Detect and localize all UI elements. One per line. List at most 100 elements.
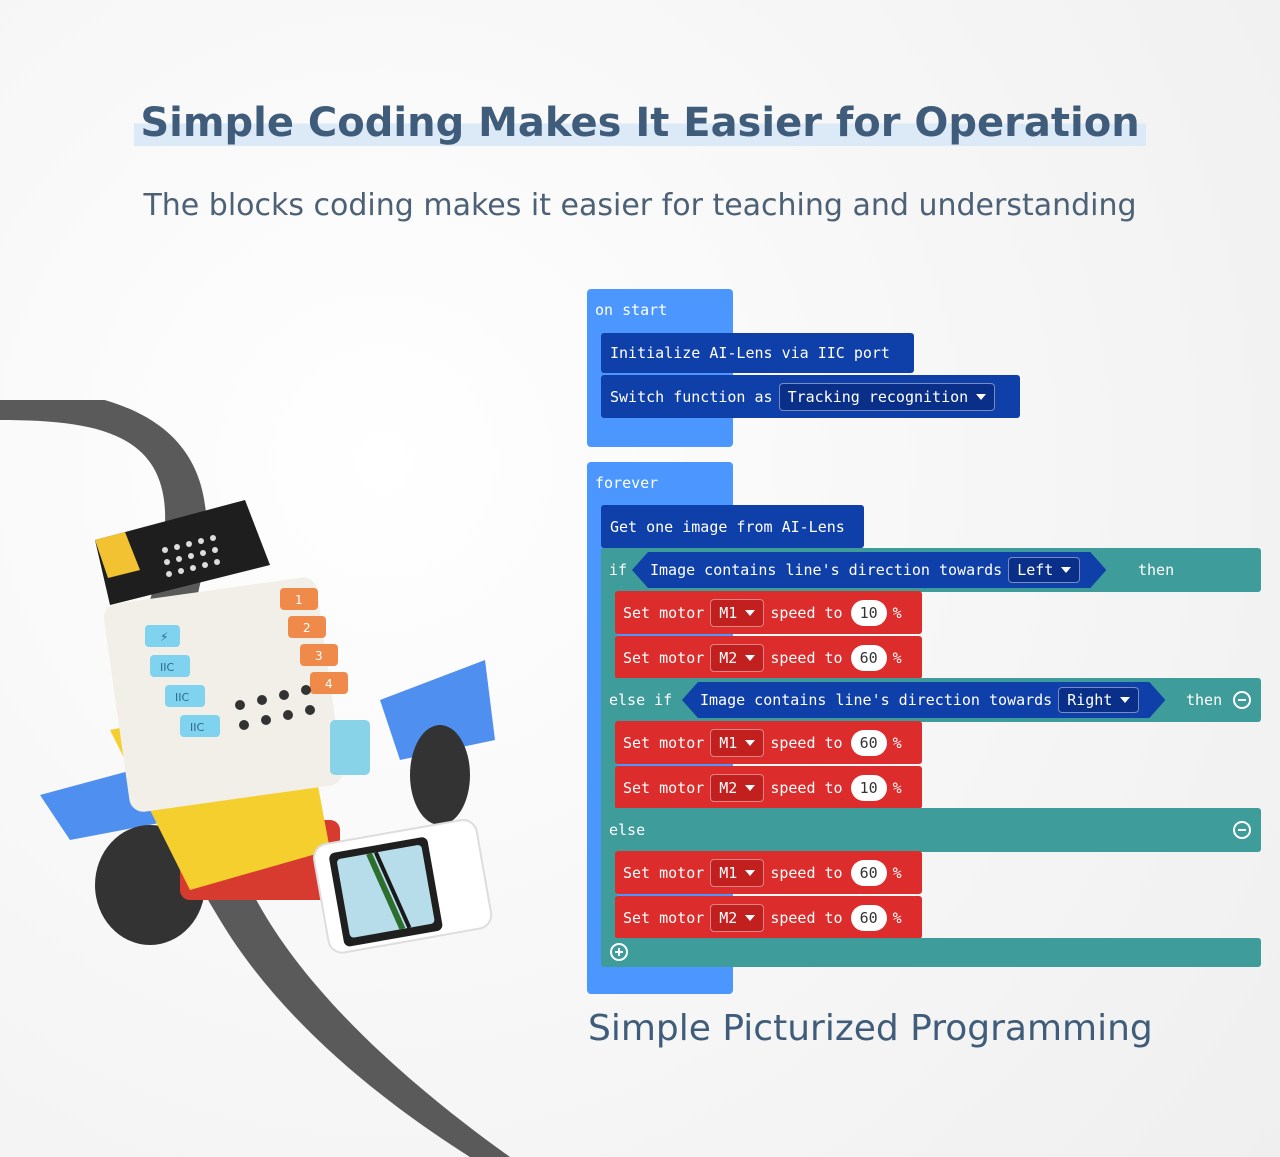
motor-block[interactable]: Set motor M1 speed to 60 % bbox=[615, 721, 922, 764]
percent-label: % bbox=[892, 648, 902, 667]
caret-down-icon bbox=[976, 393, 987, 400]
motor-set-label: Set motor bbox=[623, 648, 705, 667]
ai-lens-camera bbox=[313, 819, 493, 954]
get-image-label: Get one image from AI-Lens bbox=[610, 517, 845, 536]
else-label: else bbox=[609, 821, 646, 839]
motor-dropdown-value: M2 bbox=[719, 778, 738, 797]
motor-block[interactable]: Set motor M2 speed to 60 % bbox=[615, 896, 922, 939]
function-dropdown-value: Tracking recognition bbox=[787, 387, 969, 406]
else-branch-spine bbox=[601, 850, 617, 940]
speed-input[interactable]: 60 bbox=[850, 729, 887, 756]
speed-input[interactable]: 10 bbox=[850, 774, 887, 801]
if-label: if bbox=[609, 561, 628, 579]
motor-dropdown[interactable]: M1 bbox=[710, 858, 765, 887]
ai-lens-sensor bbox=[330, 720, 370, 775]
motor-speed-label: speed to bbox=[770, 603, 843, 622]
caret-down-icon bbox=[1120, 697, 1130, 703]
number-tags: 1 2 3 4 bbox=[280, 588, 348, 694]
motor-dropdown[interactable]: M2 bbox=[710, 773, 765, 802]
motor-dropdown-value: M1 bbox=[719, 603, 738, 622]
page-title: Simple Coding Makes It Easier for Operat… bbox=[134, 96, 1146, 146]
condition-right-text: Image contains line's direction towards bbox=[700, 691, 1053, 709]
motor-block[interactable]: Set motor M2 speed to 10 % bbox=[615, 766, 922, 809]
caret-down-icon bbox=[1061, 567, 1071, 573]
switch-function-label: Switch function as bbox=[610, 387, 773, 406]
motor-dropdown[interactable]: M1 bbox=[710, 728, 765, 757]
init-ai-lens-block[interactable]: Initialize AI-Lens via IIC port bbox=[601, 333, 914, 373]
direction-left-value: Left bbox=[1017, 561, 1054, 579]
motor-block[interactable]: Set motor M2 speed to 60 % bbox=[615, 636, 922, 679]
if-footer-row bbox=[601, 938, 1261, 967]
direction-dropdown-left[interactable]: Left bbox=[1008, 557, 1080, 583]
condition-left-text: Image contains line's direction towards bbox=[650, 561, 1003, 579]
motor-block[interactable]: Set motor M1 speed to 10 % bbox=[615, 591, 922, 634]
motor-dropdown-value: M2 bbox=[719, 908, 738, 927]
caret-down-icon bbox=[745, 739, 756, 746]
switch-function-block[interactable]: Switch function as Tracking recognition bbox=[601, 375, 1020, 418]
motor-block[interactable]: Set motor M1 speed to 60 % bbox=[615, 851, 922, 894]
number-label-4: 4 bbox=[325, 677, 333, 691]
motor-dropdown[interactable]: M2 bbox=[710, 643, 765, 672]
add-else-if-icon[interactable] bbox=[610, 943, 628, 961]
microbit-board bbox=[95, 500, 270, 605]
remove-else-icon[interactable] bbox=[1233, 821, 1251, 839]
title-wrap: Simple Coding Makes It Easier for Operat… bbox=[0, 96, 1280, 146]
else-if-branch-spine bbox=[601, 720, 617, 810]
else-if-label: else if bbox=[609, 691, 673, 709]
condition-left-block[interactable]: Image contains line's direction towards … bbox=[632, 552, 1106, 588]
port-label-1: IIC bbox=[160, 661, 174, 674]
motor-set-label: Set motor bbox=[623, 778, 705, 797]
caret-down-icon bbox=[745, 784, 756, 791]
percent-label: % bbox=[892, 863, 902, 882]
speed-input[interactable]: 10 bbox=[850, 599, 887, 626]
caret-down-icon bbox=[745, 914, 756, 921]
get-image-block[interactable]: Get one image from AI-Lens bbox=[601, 505, 864, 548]
port-label-2: IIC bbox=[175, 691, 189, 704]
number-label-3: 3 bbox=[315, 649, 323, 663]
motor-speed-label: speed to bbox=[770, 778, 843, 797]
caret-down-icon bbox=[745, 869, 756, 876]
speed-input[interactable]: 60 bbox=[850, 904, 887, 931]
robot-car-illustration: ⚡ IIC IIC IIC 1 2 3 4 bbox=[0, 400, 510, 1157]
footer-caption: Simple Picturized Programming bbox=[588, 1008, 1153, 1049]
condition-right-block[interactable]: Image contains line's direction towards … bbox=[682, 682, 1165, 718]
motor-set-label: Set motor bbox=[623, 603, 705, 622]
percent-label: % bbox=[892, 603, 902, 622]
pin-holes bbox=[235, 685, 315, 730]
speed-input[interactable]: 60 bbox=[850, 644, 887, 671]
motor-set-label: Set motor bbox=[623, 863, 705, 882]
port-label-3: IIC bbox=[190, 721, 204, 734]
caret-down-icon bbox=[745, 609, 756, 616]
port-tags: ⚡ IIC IIC IIC bbox=[145, 625, 220, 737]
microbit-leds bbox=[162, 535, 220, 577]
motor-dropdown[interactable]: M1 bbox=[710, 598, 765, 627]
then-label-else-if: then bbox=[1186, 691, 1223, 709]
motor-dropdown-value: M1 bbox=[719, 733, 738, 752]
motor-speed-label: speed to bbox=[770, 908, 843, 927]
motor-set-label: Set motor bbox=[623, 908, 705, 927]
page-subtitle: The blocks coding makes it easier for te… bbox=[143, 188, 1137, 223]
speed-input[interactable]: 60 bbox=[850, 859, 887, 886]
if-branch-spine bbox=[601, 590, 617, 680]
on-start-label: on start bbox=[595, 301, 668, 319]
motor-speed-label: speed to bbox=[770, 863, 843, 882]
number-label-2: 2 bbox=[303, 621, 311, 635]
forever-label: forever bbox=[595, 474, 659, 492]
motor-dropdown[interactable]: M2 bbox=[710, 903, 765, 932]
else-header-row[interactable] bbox=[601, 808, 1261, 852]
direction-dropdown-right[interactable]: Right bbox=[1058, 687, 1139, 713]
remove-else-if-icon[interactable] bbox=[1233, 691, 1251, 709]
svg-text:⚡: ⚡ bbox=[160, 630, 168, 644]
motor-dropdown-value: M2 bbox=[719, 648, 738, 667]
motor-dropdown-value: M1 bbox=[719, 863, 738, 882]
then-label-if: then bbox=[1138, 561, 1175, 579]
motor-speed-label: speed to bbox=[770, 648, 843, 667]
motor-set-label: Set motor bbox=[623, 733, 705, 752]
right-wheel bbox=[410, 725, 470, 825]
direction-right-value: Right bbox=[1067, 691, 1113, 709]
percent-label: % bbox=[892, 908, 902, 927]
function-dropdown[interactable]: Tracking recognition bbox=[778, 382, 996, 411]
percent-label: % bbox=[892, 733, 902, 752]
number-label-1: 1 bbox=[295, 593, 303, 607]
